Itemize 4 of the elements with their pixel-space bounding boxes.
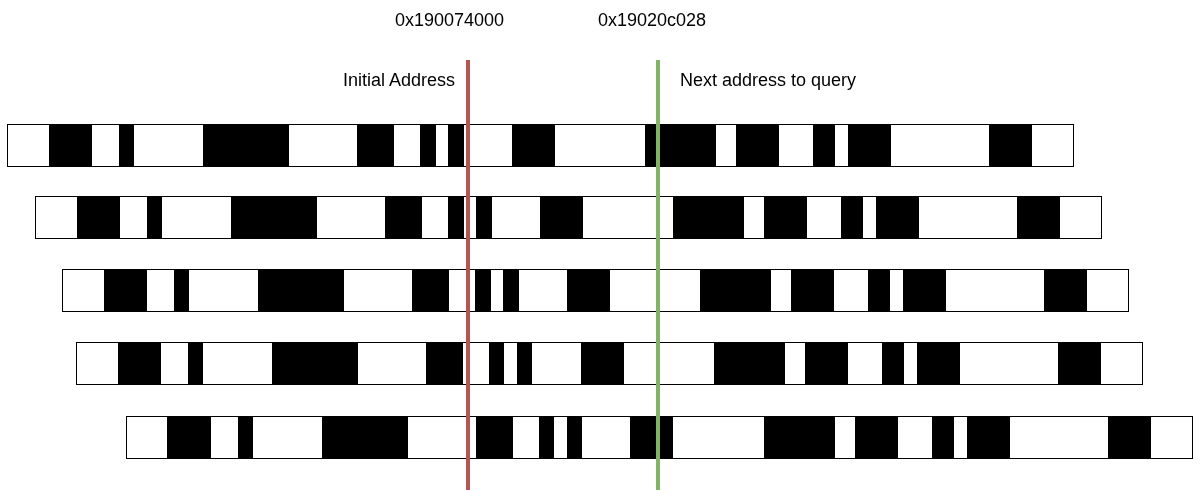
marker-label: Next address to query: [680, 69, 857, 91]
address-label: 0x190074000: [395, 9, 505, 31]
address-label: 0x19020c028: [598, 9, 707, 31]
marker-label: Initial Address: [342, 69, 455, 91]
